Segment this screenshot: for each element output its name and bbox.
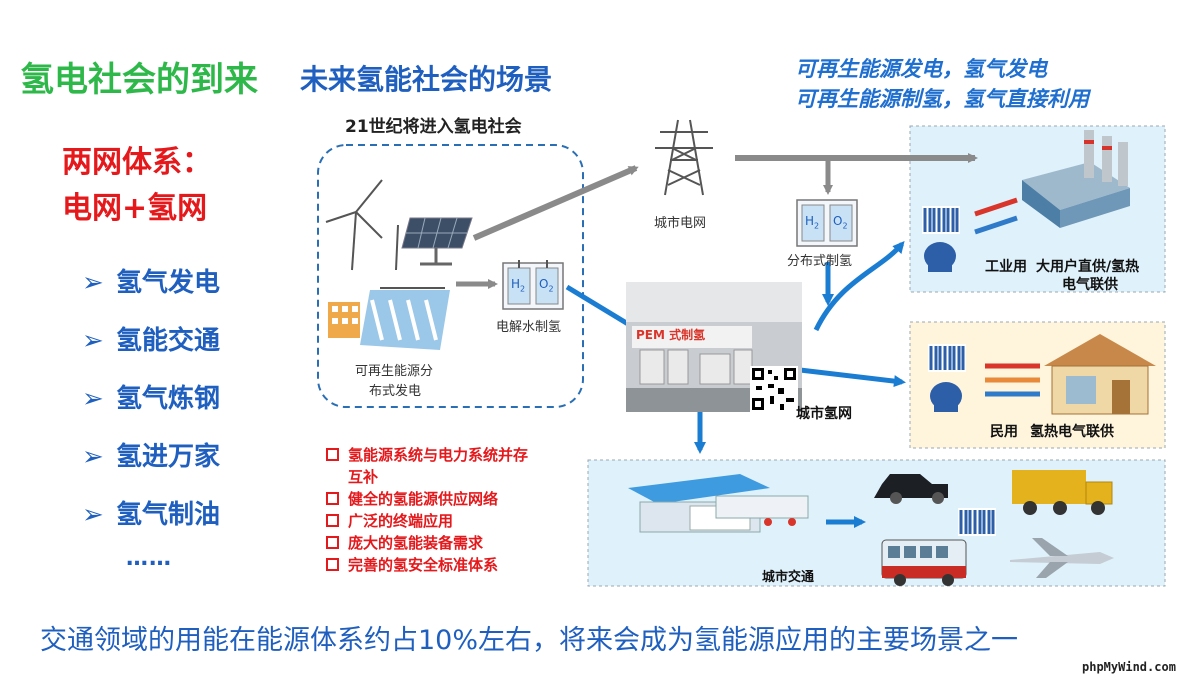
- bullet-item: ➢ 氢气制油: [82, 494, 220, 552]
- feature-list: 氢能源系统与电力系统并存 互补 健全的氢能源供应网络 广泛的终端应用 庞大的氢能…: [326, 444, 528, 576]
- building-icon: [328, 302, 360, 338]
- h2-symbol-distributed: H2: [805, 214, 820, 231]
- power-tower-icon: [655, 119, 713, 196]
- bullet-label: 氢气炼钢: [116, 384, 221, 414]
- feature-item: 健全的氢能源供应网络: [326, 488, 528, 510]
- checkbox-square-icon: [326, 448, 339, 461]
- feature-item: 广泛的终端应用: [326, 510, 528, 532]
- renewable-dashed-box: [317, 144, 584, 408]
- feature-item: 氢能源系统与电力系统并存: [326, 444, 528, 466]
- transport-label: 城市交通: [762, 570, 815, 585]
- title-green: 氢电社会的到来: [20, 60, 258, 100]
- qr-code-icon: [750, 366, 798, 412]
- bottom-caption: 交通领域的用能在能源体系约占10%左右，将来会成为氢能源应用的主要场景之一: [40, 625, 1019, 656]
- top-right-line-1: 可再生能源发电，氢气发电: [795, 57, 1047, 81]
- checkbox-square-icon: [326, 514, 339, 527]
- bullet-item: ➢ 氢气炼钢: [82, 378, 220, 436]
- pem-sign: PEM 式制氢: [636, 328, 706, 342]
- h2-symbol-left: H2: [511, 277, 526, 294]
- two-network-heading: 两网体系： 电网+氢网: [62, 140, 212, 232]
- top-right-line-2: 可再生能源制氢，氢气直接利用: [795, 87, 1089, 111]
- hydrogen-storage-icon-transport: [958, 508, 996, 536]
- residential-label-1: 民用: [990, 424, 1018, 440]
- hydrogen-storage-icon-industry: [922, 206, 960, 272]
- arrow-bullet-icon: ➢: [82, 384, 104, 414]
- heat-arrow-icon: [974, 197, 1018, 217]
- arrow-bullet-icon: ➢: [82, 326, 104, 356]
- two-network-line-1: 两网体系：: [62, 145, 212, 180]
- arrow-renewable-to-grid: [472, 165, 639, 241]
- arrow-bullet-icon: ➢: [82, 500, 104, 530]
- feature-item: 完善的氢安全标准体系: [326, 554, 528, 576]
- factory-icon: [1022, 130, 1130, 228]
- watermark: phpMyWind.com: [1082, 660, 1176, 674]
- renewable-label-1: 可再生能源分: [355, 364, 434, 379]
- subtitle: 21世纪将进入氢电社会: [345, 117, 522, 137]
- two-network-line-2: 电网+氢网: [62, 191, 208, 226]
- industrial-label-3: 电气联供: [1062, 277, 1118, 293]
- industrial-label-1: 工业用: [985, 259, 1027, 275]
- industrial-label-2: 大用户直供/氢热: [1036, 259, 1140, 275]
- electric-arrow-icon: [974, 215, 1018, 235]
- feature-item: 庞大的氢能装备需求: [326, 532, 528, 554]
- house-icon: [1044, 334, 1156, 415]
- solar-panel-icon: [401, 217, 473, 266]
- airplane-icon: [1010, 538, 1114, 578]
- hydrogen-storage-icon-residential: [928, 344, 966, 412]
- hydrogen-station-icon: [628, 474, 809, 533]
- bus-icon: [881, 539, 967, 586]
- city-grid-label: 城市电网: [654, 216, 707, 231]
- arrow-bullet-icon: ➢: [82, 268, 104, 298]
- bullet-item: ➢ 氢能交通: [82, 320, 220, 378]
- o2-symbol-left: O2: [539, 277, 554, 294]
- arrow-network-to-residential: [799, 367, 906, 388]
- ellipsis: ……: [126, 546, 172, 571]
- top-right-caption: 可再生能源发电，氢气发电 可再生能源制氢，氢气直接利用: [795, 54, 1089, 114]
- h2-network-label: 城市氢网: [796, 406, 852, 422]
- electrolysis-label: 电解水制氢: [496, 320, 562, 335]
- distributed-h2-label: 分布式制氢: [787, 254, 853, 269]
- feature-item-continuation: 互补: [348, 468, 379, 486]
- bullet-label: 氢气制油: [116, 500, 221, 530]
- bullet-list: ➢ 氢气发电 ➢ 氢能交通 ➢ 氢气炼钢 ➢ 氢进万家 ➢ 氢气制油: [82, 262, 220, 552]
- checkbox-square-icon: [326, 558, 339, 571]
- title-blue: 未来氢能社会的场景: [300, 63, 553, 96]
- wind-turbine-icon: [325, 179, 399, 271]
- renewable-label-2: 布式发电: [369, 384, 422, 399]
- truck-icon: [1012, 470, 1113, 515]
- hydro-dam-icon: [360, 287, 450, 350]
- bullet-label: 氢气发电: [116, 268, 221, 298]
- bullet-item: ➢ 氢进万家: [82, 436, 220, 494]
- bullet-label: 氢能交通: [116, 326, 221, 356]
- bullet-item: ➢ 氢气发电: [82, 262, 220, 320]
- o2-symbol-distributed: O2: [833, 214, 848, 231]
- arrow-network-to-industry: [813, 240, 905, 332]
- checkbox-square-icon: [326, 536, 339, 549]
- electrolyzer-icon: [502, 260, 564, 310]
- bullet-label: 氢进万家: [116, 442, 221, 472]
- arrow-bullet-icon: ➢: [82, 442, 104, 472]
- checkbox-square-icon: [326, 492, 339, 505]
- residential-label-2: 氢热电气联供: [1030, 424, 1114, 440]
- distributed-electrolyzer-icon: [796, 199, 858, 247]
- car-icon: [874, 474, 948, 504]
